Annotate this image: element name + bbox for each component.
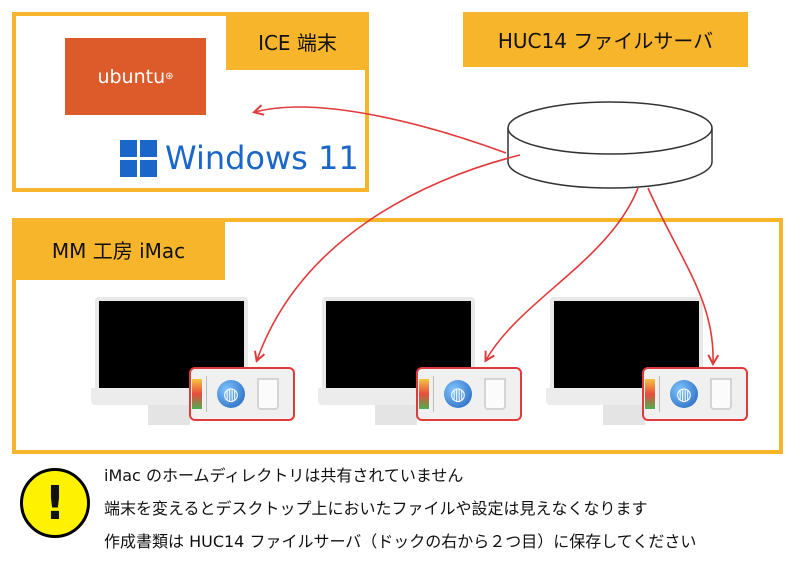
windows-11-logo: Windows 11	[120, 135, 359, 181]
ubuntu-logo-text: ubuntu	[97, 65, 166, 88]
note-line-2: 端末を変えるとデスクトップ上においたファイルや設定は見えなくなります	[104, 499, 648, 518]
imac-stand	[148, 405, 190, 425]
imac-stand	[375, 405, 417, 425]
globe-icon[interactable]: ◍	[217, 380, 245, 408]
ice-terminal-label: ICE 端末	[226, 12, 369, 70]
note-line-3: 作成書類は HUC14 ファイルサーバ（ドックの右から２つ目）に保存してください	[104, 532, 697, 551]
windows-logo-text: Windows 11	[165, 139, 359, 177]
app-icon	[645, 379, 655, 409]
trash-icon[interactable]	[710, 378, 732, 410]
note-line-1: iMac のホームディレクトリは共有されていません	[104, 466, 464, 485]
windows-icon	[120, 139, 157, 177]
dock-separator	[433, 376, 434, 412]
exclamation-icon: !	[20, 468, 90, 538]
trash-icon[interactable]	[484, 378, 506, 410]
app-icon	[192, 379, 202, 409]
dock-separator	[659, 376, 660, 412]
mm-imac-label: MM 工房 iMac	[12, 218, 225, 280]
globe-icon[interactable]: ◍	[444, 380, 472, 408]
dock: ◍	[416, 367, 522, 421]
dock-separator	[206, 376, 207, 412]
file-server-icon	[507, 101, 713, 189]
dock: ◍	[189, 367, 295, 421]
globe-icon[interactable]: ◍	[670, 380, 698, 408]
trash-icon[interactable]	[257, 378, 279, 410]
file-server-label: HUC14 ファイルサーバ	[463, 12, 748, 67]
ubuntu-logo: ubuntu⊛	[65, 38, 206, 115]
dock: ◍	[642, 367, 748, 421]
imac-stand	[603, 405, 645, 425]
app-icon	[419, 379, 429, 409]
